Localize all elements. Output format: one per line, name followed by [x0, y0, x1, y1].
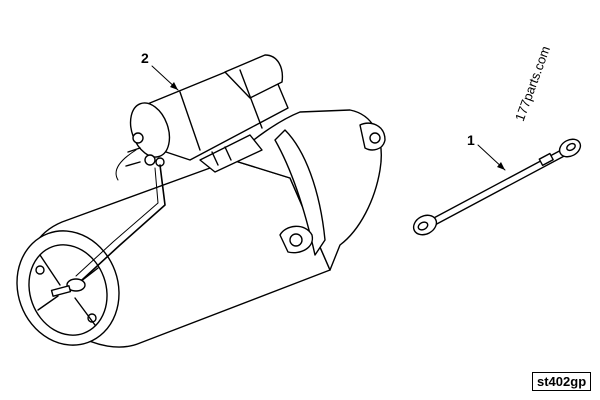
- bracket-edge: [224, 146, 232, 161]
- end-cap-rib: [39, 254, 61, 286]
- solenoid-band: [239, 69, 263, 129]
- callout-1: 1: [467, 132, 475, 148]
- solenoid-terminal: [132, 132, 144, 144]
- callout-2: 2: [141, 50, 149, 66]
- leader-arrow-1: [497, 162, 505, 170]
- crimp-sleeve-right: [538, 152, 554, 167]
- end-terminal-stud: [50, 285, 72, 297]
- mounting-ear-bottom: [279, 225, 314, 254]
- starter-motor: [16, 109, 386, 348]
- bracket-edge: [211, 151, 219, 166]
- end-cap-rib: [37, 295, 59, 311]
- mounting-ear-top: [359, 122, 386, 151]
- figure-code: st402gp: [532, 372, 592, 391]
- solenoid-terminal: [144, 154, 156, 166]
- mounting-hole-top: [369, 132, 381, 144]
- ring-terminal-right: [558, 138, 582, 158]
- end-cap-rib: [74, 297, 96, 326]
- mounting-hole-bottom: [289, 233, 303, 247]
- ground-strap: [412, 138, 582, 236]
- leader-arrow-2: [170, 82, 178, 90]
- starter-end-cap-inner: [28, 244, 108, 336]
- strap-cable-bottom: [432, 153, 569, 227]
- solenoid-strap: [81, 164, 166, 281]
- solenoid: [75, 54, 289, 281]
- solenoid-top-cap: [224, 54, 284, 99]
- end-cap-bolt: [35, 265, 45, 275]
- ring-terminal-right-hole: [566, 142, 576, 152]
- terminal-stud: [127, 147, 141, 153]
- end-terminal-nut: [66, 278, 86, 292]
- solenoid-strap-inner: [75, 167, 159, 277]
- ring-terminal-left-hole: [417, 221, 429, 231]
- solenoid-wire: [115, 149, 137, 181]
- ring-terminal-left: [412, 214, 438, 236]
- drive-housing-flange: [274, 129, 326, 256]
- solenoid-bracket: [199, 134, 263, 173]
- end-cap-bolt: [87, 313, 97, 323]
- solenoid-band: [179, 91, 201, 151]
- terminal-stud: [125, 161, 141, 167]
